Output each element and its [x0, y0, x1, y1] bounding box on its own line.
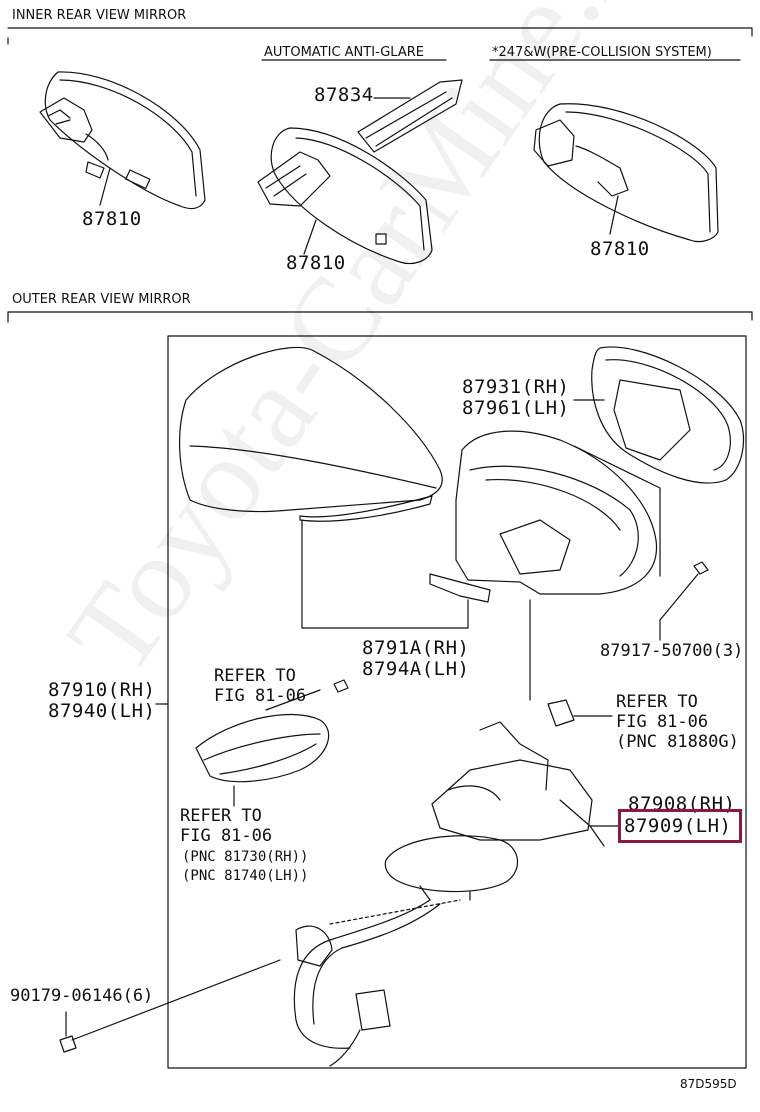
ref2-line3: (PNC 81880G)	[616, 732, 739, 752]
ref3-line1[interactable]: REFER TO	[180, 806, 262, 826]
inner-section-frame	[7, 27, 753, 45]
part-87917[interactable]: 87917-50700(3)	[600, 641, 744, 661]
outer-section-title: OUTER REAR VIEW MIRROR	[12, 292, 191, 307]
outer-section-frame	[7, 311, 753, 323]
diagram-code: 87D595D	[680, 1077, 737, 1091]
part-87940[interactable]: 87940(LH)	[48, 700, 156, 722]
part-87908[interactable]: 87908(RH)	[628, 793, 736, 815]
ref3-line3: (PNC 81730(RH))	[182, 849, 309, 865]
part-87810-standard[interactable]: 87810	[82, 208, 142, 230]
variant-pre-collision: *247&W(PRE-COLLISION SYSTEM)	[492, 45, 712, 60]
part-90179[interactable]: 90179-06146(6)	[10, 986, 154, 1006]
ref2-line1[interactable]: REFER TO	[616, 692, 698, 712]
part-87961[interactable]: 87961(LH)	[462, 397, 570, 419]
inner-mirror-precollision	[533, 103, 719, 243]
ref1-line2[interactable]: FIG 81-06	[214, 686, 307, 706]
ref2-line2[interactable]: FIG 81-06	[616, 712, 709, 732]
part-87810-precollision[interactable]: 87810	[590, 238, 650, 260]
ref3-line2[interactable]: FIG 81-06	[180, 826, 273, 846]
bulb-socket	[529, 599, 613, 727]
turn-signal-lamp	[195, 679, 349, 807]
inner-mirror-standard	[39, 71, 206, 210]
inner-mirror-auto	[257, 79, 463, 265]
retractor-assembly	[384, 721, 621, 901]
variant-auto-anti-glare: AUTOMATIC ANTI-GLARE	[264, 45, 424, 60]
selected-part-highlight	[618, 809, 742, 843]
bolt-90179	[59, 959, 281, 1053]
screw-87917	[659, 561, 709, 641]
part-8791A[interactable]: 8791A(RH)	[362, 637, 470, 659]
part-87931[interactable]: 87931(RH)	[462, 376, 570, 398]
mirror-housing	[429, 430, 661, 629]
inner-section-title: INNER REAR VIEW MIRROR	[12, 8, 187, 23]
mirror-cover	[179, 346, 469, 629]
part-87834[interactable]: 87834	[314, 84, 374, 106]
part-87910[interactable]: 87910(RH)	[48, 679, 156, 701]
part-87909[interactable]: 87909(LH)	[624, 815, 732, 837]
wire-harness	[293, 899, 461, 1067]
part-8794A[interactable]: 8794A(LH)	[362, 658, 470, 680]
mirror-glass	[573, 346, 745, 484]
ref1-line1[interactable]: REFER TO	[214, 666, 296, 686]
part-87810-auto[interactable]: 87810	[286, 252, 346, 274]
ref3-line4: (PNC 81740(LH))	[182, 868, 309, 884]
outer-assembly-box	[167, 335, 747, 1069]
